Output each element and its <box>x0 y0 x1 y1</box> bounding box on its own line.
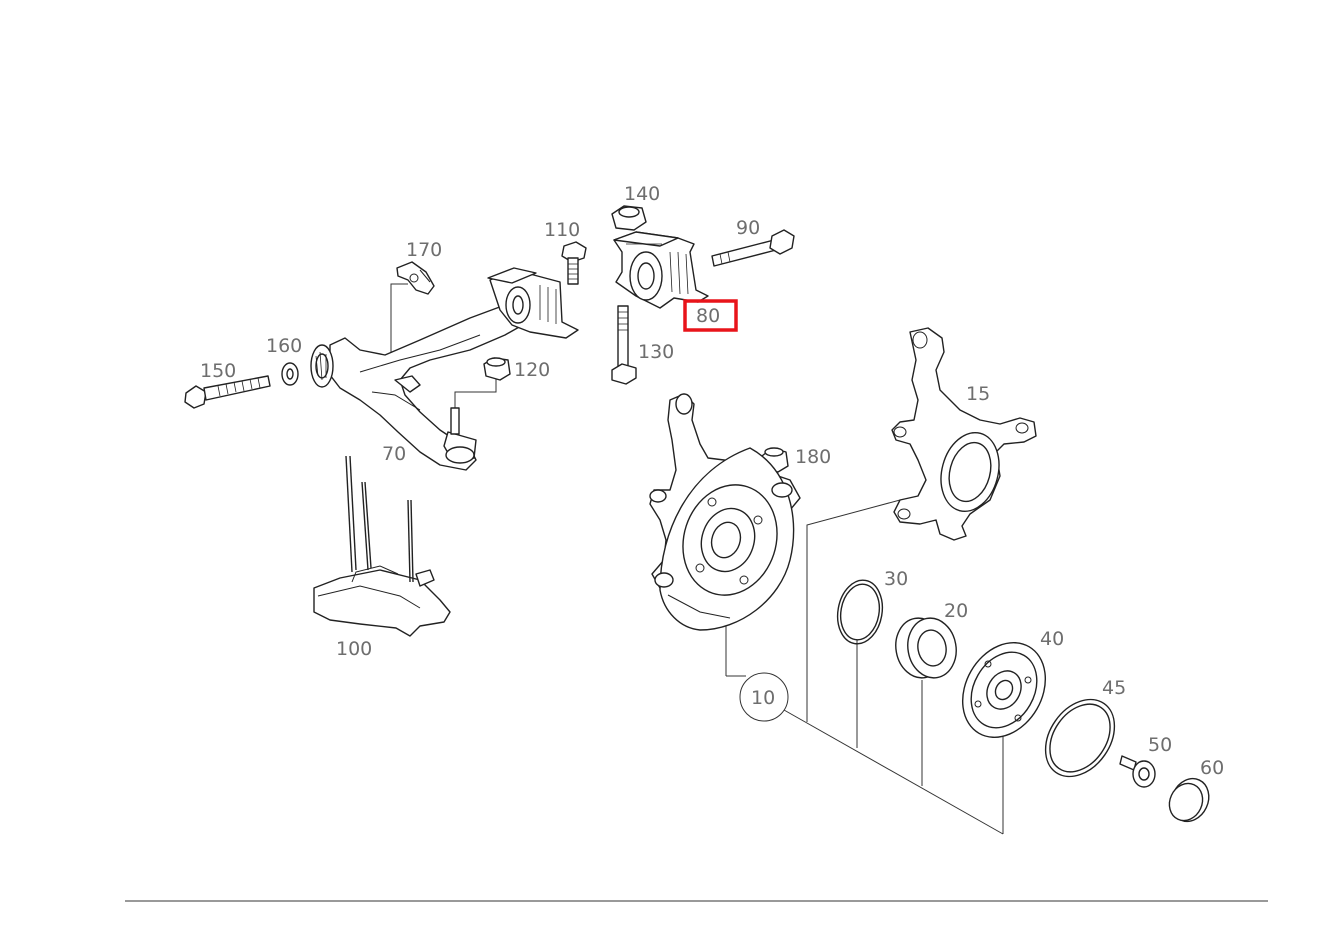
part-150-bolt[interactable] <box>184 375 271 409</box>
label-120[interactable]: 120 <box>514 359 550 381</box>
part-40-hub[interactable] <box>946 628 1062 753</box>
part-120-nut[interactable] <box>483 357 511 381</box>
part-110-bolt[interactable] <box>561 241 587 285</box>
part-20-bearing[interactable] <box>891 614 961 681</box>
label-80[interactable]: 80 <box>696 305 720 327</box>
part-90-bolt[interactable] <box>711 229 795 267</box>
label-45[interactable]: 45 <box>1102 677 1126 699</box>
label-20[interactable]: 20 <box>944 600 968 622</box>
label-15[interactable]: 15 <box>966 383 990 405</box>
label-70[interactable]: 70 <box>382 443 406 465</box>
part-130-bolt[interactable] <box>611 305 637 385</box>
callout-labels: 170 110 140 90 80 160 130 150 120 15 70 … <box>200 183 1224 779</box>
leader-lines <box>390 283 1004 835</box>
label-10-circle <box>739 672 789 722</box>
part-60-cap[interactable] <box>1163 772 1215 827</box>
label-110[interactable]: 110 <box>544 219 580 241</box>
highlight-box-80 <box>683 299 738 332</box>
part-140-nut[interactable] <box>611 205 647 231</box>
part-80-bushing-bracket[interactable] <box>613 231 709 309</box>
part-160-washer[interactable] <box>281 362 299 386</box>
label-60[interactable]: 60 <box>1200 757 1224 779</box>
label-160[interactable]: 160 <box>266 335 302 357</box>
label-140[interactable]: 140 <box>624 183 660 205</box>
label-150[interactable]: 150 <box>200 360 236 382</box>
part-15-knuckle[interactable] <box>891 327 1037 541</box>
label-40[interactable]: 40 <box>1040 628 1064 650</box>
label-90[interactable]: 90 <box>736 217 760 239</box>
part-170-bracket[interactable] <box>396 261 435 295</box>
label-130[interactable]: 130 <box>638 341 674 363</box>
part-30-snap-ring[interactable] <box>833 577 887 648</box>
part-100-bracket[interactable] <box>313 455 451 637</box>
label-50[interactable]: 50 <box>1148 734 1172 756</box>
label-170[interactable]: 170 <box>406 239 442 261</box>
part-70-control-arm[interactable] <box>310 267 579 471</box>
label-10[interactable]: 10 <box>751 687 775 709</box>
label-100[interactable]: 100 <box>336 638 372 660</box>
part-45-seal[interactable] <box>1031 686 1128 789</box>
label-180[interactable]: 180 <box>795 446 831 468</box>
part-50-bolt[interactable] <box>1119 755 1156 788</box>
part-10-knuckle-assembly[interactable] <box>649 393 801 631</box>
label-30[interactable]: 30 <box>884 568 908 590</box>
